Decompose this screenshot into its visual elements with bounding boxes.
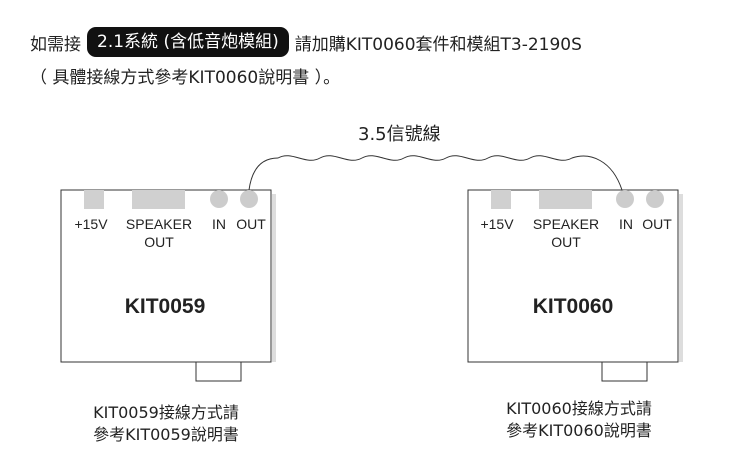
kit0060-caption: KIT0060接線方式請 參考KIT0060說明書: [499, 398, 659, 442]
system-highlight-badge: 2.1系統 (含低音炮模組): [87, 27, 289, 57]
speaker-connector: [132, 190, 185, 209]
board-name: KIT0059: [125, 295, 206, 318]
in-label: IN: [619, 216, 633, 232]
board-kit0059: +15V SPEAKER OUT IN OUT KIT0059: [60, 189, 276, 382]
intro-line-1: 如需接 2.1系統 (含低音炮模組) 請加購KIT0060套件和模組T3-219…: [30, 26, 582, 58]
out-jack: [240, 190, 258, 208]
power-connector: [84, 190, 104, 209]
cable-label: 3.5信號線: [358, 124, 441, 145]
out-jack: [646, 190, 664, 208]
caption-line: KIT0059接線方式請: [93, 403, 239, 422]
caption-line: 參考KIT0060說明書: [506, 421, 652, 440]
caption-line: 參考KIT0059說明書: [93, 425, 239, 444]
intro-suffix: 請加購KIT0060套件和模組T3-2190S: [294, 34, 582, 55]
speaker-out-label: OUT: [144, 234, 174, 250]
intro-line-2: （ 具體接線方式參考KIT0060說明書 ）。: [30, 68, 341, 88]
board-outline: [60, 189, 272, 363]
intro-prefix: 如需接: [30, 34, 81, 55]
kit0059-caption: KIT0059接線方式請 參考KIT0059說明書: [86, 402, 246, 446]
signal-cable: [248, 155, 623, 191]
speaker-out-label: OUT: [551, 234, 581, 250]
out-label: OUT: [642, 216, 672, 232]
board-edge-shadow: [272, 194, 276, 362]
in-jack: [616, 190, 634, 208]
board-edge-shadow: [679, 194, 683, 362]
speaker-label: SPEAKER: [533, 216, 599, 232]
power-label: +15V: [480, 216, 514, 232]
caption-line: KIT0060接線方式請: [506, 399, 652, 418]
power-connector: [491, 190, 511, 209]
board-kit0060: +15V SPEAKER OUT IN OUT KIT0060: [467, 189, 683, 382]
power-label: +15V: [74, 216, 108, 232]
speaker-label: SPEAKER: [126, 216, 192, 232]
in-label: IN: [212, 216, 226, 232]
speaker-connector: [539, 190, 592, 209]
in-jack: [210, 190, 228, 208]
bottom-connector: [601, 361, 648, 382]
bottom-connector: [195, 361, 242, 382]
board-name: KIT0060: [533, 295, 614, 318]
board-outline: [467, 189, 679, 363]
out-label: OUT: [236, 216, 266, 232]
